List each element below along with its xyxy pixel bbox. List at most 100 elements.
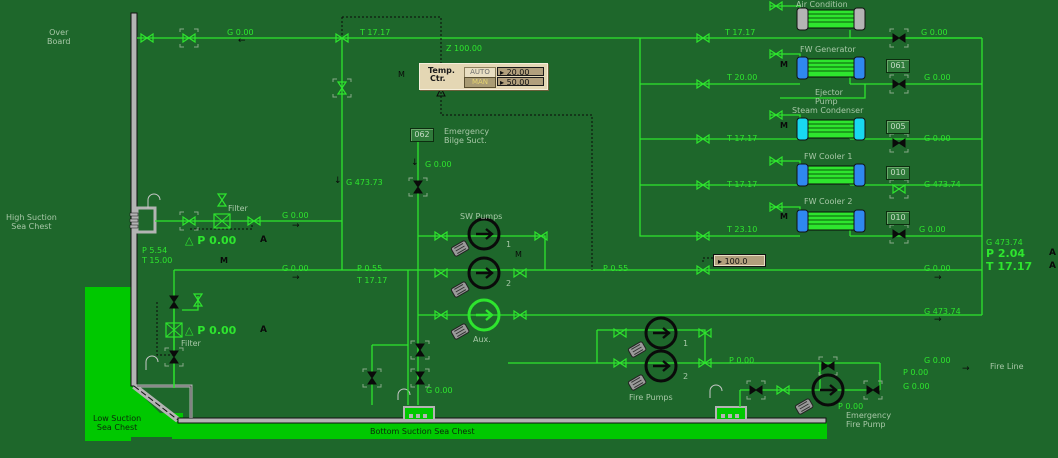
sw-pump-2 xyxy=(450,256,501,299)
hx-flow-fw-cooler-2: G 0.00 xyxy=(919,225,946,234)
fire-line-label: Fire Line xyxy=(990,362,1024,371)
hx-flow-air-condition: G 0.00 xyxy=(921,28,948,37)
hx-name-fw-generator: FW Generator xyxy=(800,45,856,54)
hx-counter-steam-condenser[interactable]: 005 xyxy=(886,120,910,134)
flow-arrow-right-icon: → xyxy=(962,364,970,374)
bilge-flow: G 0.00 xyxy=(425,160,452,169)
discharge-pressure: P 0.55 xyxy=(603,264,629,273)
low-sea-chest-water xyxy=(85,287,131,441)
manual-mode-button[interactable]: MAN xyxy=(464,77,496,88)
high-filter-mode: A xyxy=(260,235,267,245)
high-filter-dp: △ P 0.00 xyxy=(185,234,237,247)
sw-pumps-label: SW Pumps xyxy=(460,212,503,221)
flow-arrow-left-icon: ← xyxy=(238,36,246,46)
hx-flow-fw-generator: G 0.00 xyxy=(924,73,951,82)
fire-pump-2 xyxy=(627,349,678,392)
hx-flow-fw-cooler-1: G 473.74 xyxy=(924,180,961,189)
three-way-valve-position: Z 100.00 xyxy=(446,44,483,53)
hx-counter-fw-generator[interactable]: 061 xyxy=(886,59,910,73)
hull-wall xyxy=(130,12,138,387)
flow-arrow-right-icon: → xyxy=(934,273,942,283)
high-chest-pressure: P 5.54 xyxy=(142,246,168,255)
temp-controller-label: Temp.Ctr. xyxy=(428,66,455,83)
em-fire-pressure: P 0.00 xyxy=(838,402,864,411)
hx-temp-air-condition: T 17.17 xyxy=(725,28,756,37)
header-temp-mode: A xyxy=(1049,261,1056,271)
header-temp: T 17.17 xyxy=(986,260,1033,273)
high-filter-label: Filter xyxy=(228,204,248,213)
hx-temp-fw-generator: T 20.00 xyxy=(727,73,758,82)
high-chest-temp: T 15.00 xyxy=(142,256,173,265)
return-flow: G 473.74 xyxy=(924,307,961,316)
hx-mode-fw-cooler-2: M xyxy=(780,212,788,221)
sw-pump-mode: M xyxy=(515,250,522,259)
hx-mode-steam-condenser: M xyxy=(780,121,788,130)
hx-temp-fw-cooler-1: T 17.17 xyxy=(727,180,758,189)
bypass-flow: G 473.73 xyxy=(346,178,383,187)
header-pressure: P 2.04 xyxy=(986,247,1026,260)
overboard-flow: G 0.00 xyxy=(227,28,254,37)
flow-arrow-down-icon: ↓ xyxy=(334,176,342,186)
bottom-chest-flow: G 0.00 xyxy=(426,386,453,395)
sw-pump-2-number: 2 xyxy=(506,279,512,288)
header-pressure-mode: A xyxy=(1049,248,1056,258)
discharge-flow: G 0.00 xyxy=(924,264,951,273)
hx-temp-fw-cooler-2: T 23.10 xyxy=(727,225,758,234)
suction-main-flow: G 0.00 xyxy=(282,264,309,273)
valves xyxy=(140,1,909,400)
suction-main-temp: T 17.17 xyxy=(357,276,388,285)
aux-pump-label: Aux. xyxy=(473,335,491,344)
hx-name-steam-condenser: Steam Condenser xyxy=(792,106,864,115)
fire-pump-1 xyxy=(627,316,678,359)
flow-arrow-right-icon: → xyxy=(934,315,942,325)
temp-setpoint-input[interactable]: ▸ 20.00 xyxy=(497,67,544,77)
pumps xyxy=(450,217,845,416)
high-chest-mode: M xyxy=(220,256,228,265)
hx-name-fw-cooler-2: FW Cooler 2 xyxy=(804,197,853,206)
fire-line-pressure: P 0.00 xyxy=(903,368,929,377)
temp-ctrl-mode-indicator: M xyxy=(398,70,405,79)
fire-line-flow: G 0.00 xyxy=(924,356,951,365)
fire-pump-1-number: 1 xyxy=(683,339,689,348)
suction-main-pressure: P 0.55 xyxy=(357,264,383,273)
bottom-sea-chest-water xyxy=(172,422,827,439)
temp-output-input[interactable]: ▸ 50.00 xyxy=(497,77,544,87)
low-filter-mode: A xyxy=(260,325,267,335)
high-suction-flow: G 0.00 xyxy=(282,211,309,220)
hx-temp-steam-condenser: T 17.17 xyxy=(727,134,758,143)
sw-pump-1-number: 1 xyxy=(506,240,512,249)
flow-arrow-right-icon: → xyxy=(292,221,300,231)
overboard-temp: T 17.17 xyxy=(360,28,391,37)
heat-exchanger-bodies xyxy=(796,7,866,233)
hx-name-fw-cooler-1: FW Cooler 1 xyxy=(804,152,853,161)
aux-pump xyxy=(450,298,501,341)
valve-setpoint-input[interactable]: ▸ 100.0 xyxy=(713,254,766,267)
fire-pumps-label: Fire Pumps xyxy=(629,393,673,402)
low-filter-dp: △ P 0.00 xyxy=(185,324,237,337)
em-fire-flow: G 0.00 xyxy=(903,382,930,391)
hx-mode-fw-generator: M xyxy=(780,60,788,69)
fire-pump-2-number: 2 xyxy=(683,372,689,381)
hx-counter-fw-cooler-2[interactable]: 010 xyxy=(886,211,910,225)
bottom-suction-label: Bottom Suction Sea Chest xyxy=(370,427,475,436)
temp-controller-panel: Temp.Ctr. AUTO MAN ▸ 20.00 ▸ 50.00 xyxy=(419,63,548,90)
emergency-fire-pump xyxy=(794,373,845,416)
flow-arrow-down-icon: ↓ xyxy=(411,158,419,168)
hx-name-air-condition: Air Condition xyxy=(796,0,848,9)
fire-pump-pressure: P 0.00 xyxy=(729,356,755,365)
header-flow: G 473.74 xyxy=(986,238,1023,247)
sw-pump-1 xyxy=(450,217,501,258)
low-filter-label: Filter xyxy=(181,339,201,348)
hx-counter-fw-cooler-1[interactable]: 010 xyxy=(886,166,910,180)
hx-flow-steam-condenser: G 0.00 xyxy=(924,134,951,143)
flow-arrow-right-icon: → xyxy=(292,273,300,283)
bilge-counter[interactable]: 062 xyxy=(410,128,434,142)
